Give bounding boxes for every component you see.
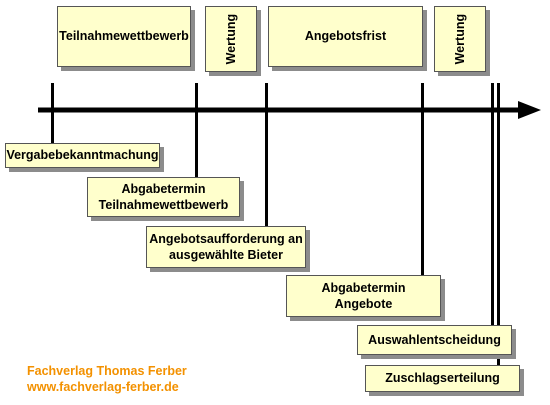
phase-wertung-2: Wertung (434, 6, 486, 72)
phase-wertung-2-label: Wertung (452, 13, 467, 65)
milestone-line-abgabetermin-teilnahme (195, 83, 198, 180)
publisher-name: Fachverlag Thomas Ferber (27, 364, 187, 378)
milestone-vergabebekanntmachung-label: Vergabebekanntmachung (6, 148, 159, 163)
milestone-line-angebotsaufforderung (265, 83, 268, 228)
milestone-angebotsaufforderung-line1: Angebotsaufforderung an (149, 231, 303, 246)
phase-wertung-1-label: Wertung (223, 13, 238, 65)
milestone-zuschlagserteilung: Zuschlagserteilung (365, 365, 520, 392)
milestone-auswahlentscheidung-label: Auswahlentscheidung (368, 332, 501, 347)
phase-angebotsfrist: Angebotsfrist (268, 6, 423, 67)
phase-angebotsfrist-label: Angebotsfrist (304, 29, 387, 44)
milestone-line-auswahlentscheidung (491, 83, 494, 325)
milestone-abgabetermin-angebote-line1: Abgabetermin (321, 280, 406, 295)
milestone-abgabetermin-teilnahme-line2: Teilnahmewettbewerb (98, 198, 229, 212)
milestone-angebotsaufforderung-line2: ausgewählte Bieter (169, 248, 283, 262)
milestone-line-zuschlagserteilung (497, 83, 500, 365)
milestone-abgabetermin-teilnahme-line1: Abgabetermin (121, 181, 206, 196)
publisher-website: www.fachverlag-ferber.de (27, 380, 179, 394)
phase-wertung-1: Wertung (205, 6, 257, 72)
publisher-credit: Fachverlag Thomas Ferber www.fachverlag-… (27, 363, 187, 395)
milestone-vergabebekanntmachung: Vergabebekanntmachung (5, 143, 160, 168)
milestone-abgabetermin-angebote-line2: Angebote (334, 297, 393, 311)
milestone-abgabetermin-angebote: Abgabetermin Angebote (286, 275, 441, 317)
phase-teilnahmewettbewerb-label: Teilnahmewettbewerb (59, 29, 189, 44)
milestone-abgabetermin-teilnahme: Abgabetermin Teilnahmewettbewerb (87, 177, 240, 217)
milestone-line-vergabebekanntmachung (51, 83, 54, 143)
milestone-line-abgabetermin-angebote (421, 83, 424, 277)
milestone-auswahlentscheidung: Auswahlentscheidung (357, 325, 512, 355)
milestone-angebotsaufforderung: Angebotsaufforderung an ausgewählte Biet… (146, 226, 306, 268)
milestone-zuschlagserteilung-label: Zuschlagserteilung (385, 371, 500, 386)
phase-teilnahmewettbewerb: Teilnahmewettbewerb (57, 6, 191, 67)
